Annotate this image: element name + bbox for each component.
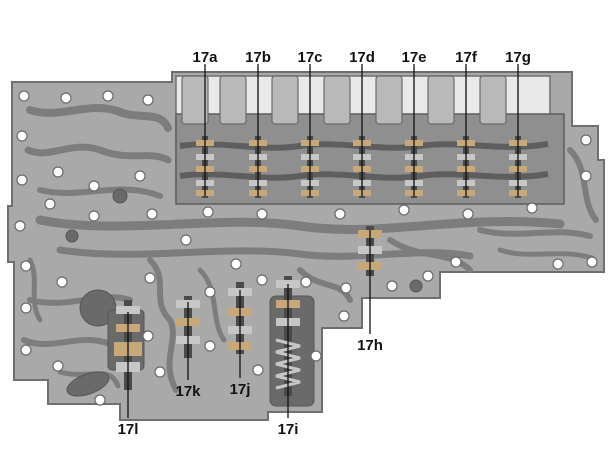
callout-17f: 17f [455, 49, 478, 66]
upper-valve-bores [181, 75, 507, 125]
callout-17c: 17c [297, 49, 322, 66]
callout-17i: 17i [278, 421, 299, 438]
callout-17a: 17a [192, 49, 218, 66]
callout-17b: 17b [245, 49, 271, 66]
callout-17j: 17j [230, 381, 251, 398]
callout-17k: 17k [175, 383, 201, 400]
callout-17d: 17d [349, 49, 375, 66]
callout-17e: 17e [401, 49, 426, 66]
leader-lines [127, 64, 519, 418]
callout-17g: 17g [505, 49, 531, 66]
oil-channels [21, 104, 599, 393]
bolt-holes [14, 90, 598, 406]
callout-labels: 17a 17b 17c 17d 17e 17f 17g 17h 17i 17j … [118, 49, 531, 438]
callout-17l: 17l [118, 421, 139, 438]
callout-17h: 17h [357, 337, 383, 354]
